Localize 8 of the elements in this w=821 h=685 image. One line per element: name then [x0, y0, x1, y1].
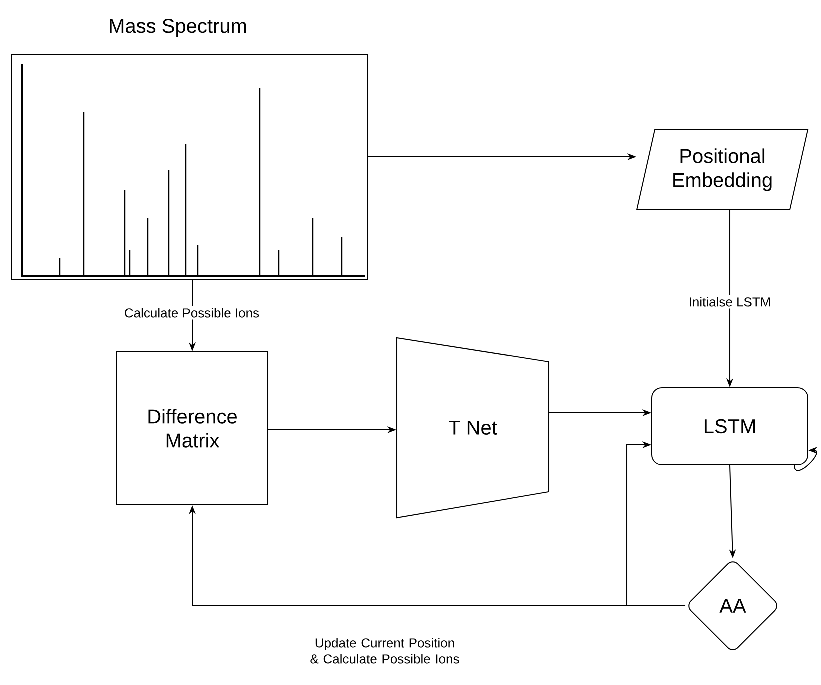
- rounded-box: LSTM: [652, 388, 809, 466]
- edge-label: Initialse LSTM: [686, 295, 774, 309]
- node-label: Mass Spectrum: [110, 19, 246, 38]
- arrow: [626, 441, 686, 606]
- edge-label: Update Current Position & Calculate Possible Ions: [303, 636, 467, 666]
- edge-label: Calculate Possible Ions: [122, 306, 262, 320]
- process-box: Difference Matrix: [116, 352, 268, 506]
- spectrum-box: Mass Spectrum: [12, 19, 368, 280]
